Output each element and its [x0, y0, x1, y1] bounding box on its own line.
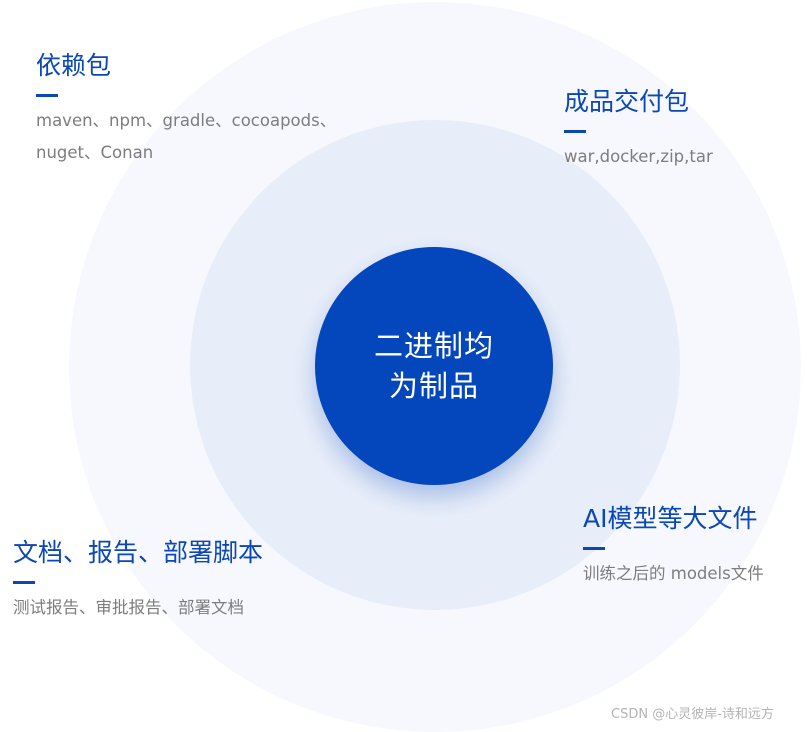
- block-ai-bar: [583, 547, 605, 550]
- block-docs: 文档、报告、部署脚本 测试报告、审批报告、部署文档: [13, 537, 263, 624]
- center-label-line1: 二进制均: [373, 329, 494, 363]
- center-circle: 二进制均 为制品: [315, 247, 553, 485]
- center-label-line2: 为制品: [388, 369, 479, 403]
- block-dependency-desc-line2: nuget、Conan: [36, 143, 154, 162]
- block-delivery-title: 成品交付包: [564, 87, 690, 116]
- block-delivery-bar: [564, 130, 586, 133]
- block-docs-bar: [13, 581, 35, 584]
- watermark: CSDN @心灵彼岸-诗和远方: [611, 707, 774, 722]
- block-dependency-desc-line1: maven、npm、gradle、cocoapods、: [36, 111, 337, 130]
- block-dependency-bar: [36, 94, 58, 97]
- block-docs-title: 文档、报告、部署脚本: [13, 538, 264, 567]
- block-delivery: 成品交付包 war,docker,zip,tar: [564, 86, 713, 173]
- block-ai-desc: 训练之后的 models文件: [583, 564, 764, 583]
- block-dependency-title: 依赖包: [36, 51, 112, 80]
- block-delivery-desc: war,docker,zip,tar: [564, 147, 713, 166]
- block-ai-title: AI模型等大文件: [583, 504, 758, 533]
- block-docs-desc: 测试报告、审批报告、部署文档: [13, 598, 244, 617]
- block-dependency: 依赖包 maven、npm、gradle、cocoapods、 nuget、Co…: [36, 50, 336, 169]
- block-ai: AI模型等大文件 训练之后的 models文件: [583, 503, 764, 590]
- block-dependency-desc: maven、npm、gradle、cocoapods、 nuget、Conan: [36, 105, 336, 169]
